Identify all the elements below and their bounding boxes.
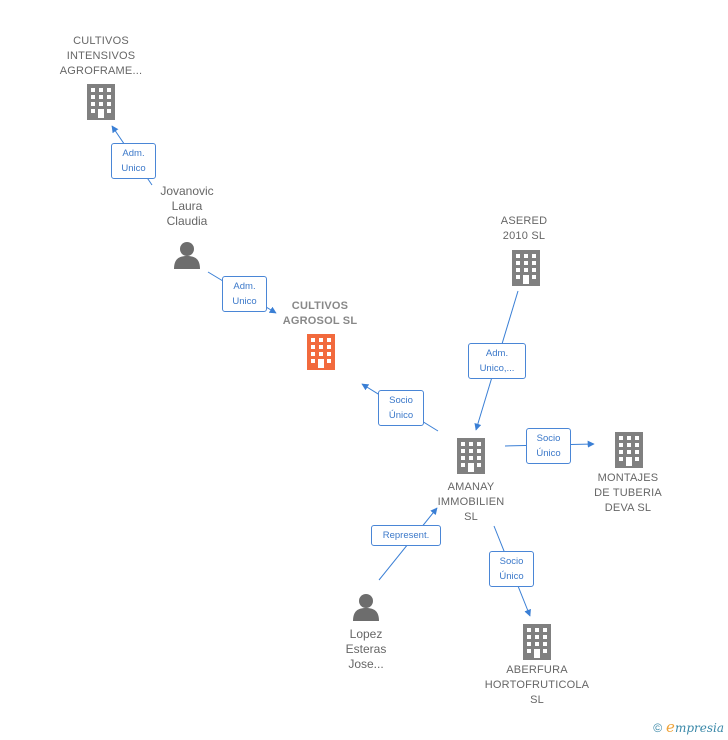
person-icon (174, 242, 200, 269)
person-icon (353, 594, 379, 621)
building-icon (512, 250, 540, 286)
copyright-icon: © (653, 721, 663, 735)
building-icon (457, 438, 485, 474)
edge-label-adm-unico[interactable]: Adm. Unico,... (468, 343, 526, 379)
edge-label-adm-unico[interactable]: Adm. Unico (222, 276, 267, 312)
edge-label-adm-unico[interactable]: Adm. Unico (111, 143, 156, 179)
node-label-jovanovic[interactable]: Jovanovic Laura Claudia (160, 184, 214, 228)
node-label-montajes[interactable]: MONTAJES DE TUBERIA DEVA SL (594, 472, 662, 514)
building-icon (523, 624, 551, 660)
building-icon-focus (307, 334, 335, 370)
node-label-asered[interactable]: ASERED 2010 SL (500, 215, 548, 242)
building-icon (615, 432, 643, 468)
node-label-cultivos-agrosol[interactable]: CULTIVOS AGROSOL SL (282, 300, 358, 327)
edge-label-socio-unico[interactable]: Socio Único (378, 390, 424, 426)
node-label-cultivos-intensivos[interactable]: CULTIVOS INTENSIVOS AGROFRAME... (59, 35, 143, 77)
edge-label-represent[interactable]: Represent. (371, 525, 441, 546)
edge-label-socio-unico[interactable]: Socio Único (526, 428, 571, 464)
edge-label-socio-unico[interactable]: Socio Único (489, 551, 534, 587)
node-label-lopez[interactable]: Lopez Esteras Jose... (345, 627, 387, 671)
node-label-amanay[interactable]: AMANAY IMMOBILIEN SL (437, 481, 505, 523)
brand-watermark: ©empresia (653, 718, 724, 736)
building-icon (87, 84, 115, 120)
brand-name: mpresia (674, 721, 724, 735)
brand-initial: e (666, 718, 675, 736)
node-label-aberfura[interactable]: ABERFURA HORTOFRUTICOLA SL (484, 664, 590, 706)
